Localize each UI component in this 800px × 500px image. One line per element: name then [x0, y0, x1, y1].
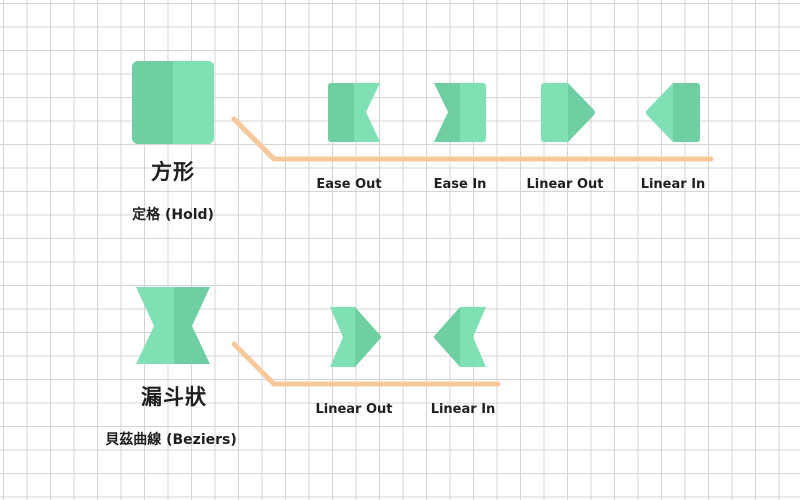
hold-subtitle: 定格 (Hold) [132, 207, 214, 223]
linear-in-icon [646, 83, 700, 142]
linear-out-icon [541, 83, 595, 142]
bezier-subtitle: 貝茲曲線 (Beziers) [105, 432, 237, 448]
ease-in-label: Ease In [433, 177, 487, 192]
ease-out-icon [328, 83, 380, 142]
hold-timeline-curve [231, 116, 714, 162]
ease-in-icon [434, 83, 486, 142]
bezier-linear-in-label: Linear In [430, 402, 496, 417]
bezier-timeline-curve [231, 341, 501, 387]
hold-keyframe-square-icon [132, 61, 214, 144]
bezier-title: 漏斗狀 [141, 385, 207, 409]
linear-out-label: Linear Out [526, 177, 604, 192]
bezier-keyframe-hourglass-icon [136, 287, 210, 364]
linear-in-label: Linear In [640, 177, 706, 192]
ease-out-label: Ease Out [316, 177, 382, 192]
bezier-linear-out-label: Linear Out [315, 402, 393, 417]
hold-title: 方形 [151, 160, 195, 184]
bezier-linear-out-icon [330, 307, 381, 367]
bezier-linear-in-icon [434, 307, 486, 367]
